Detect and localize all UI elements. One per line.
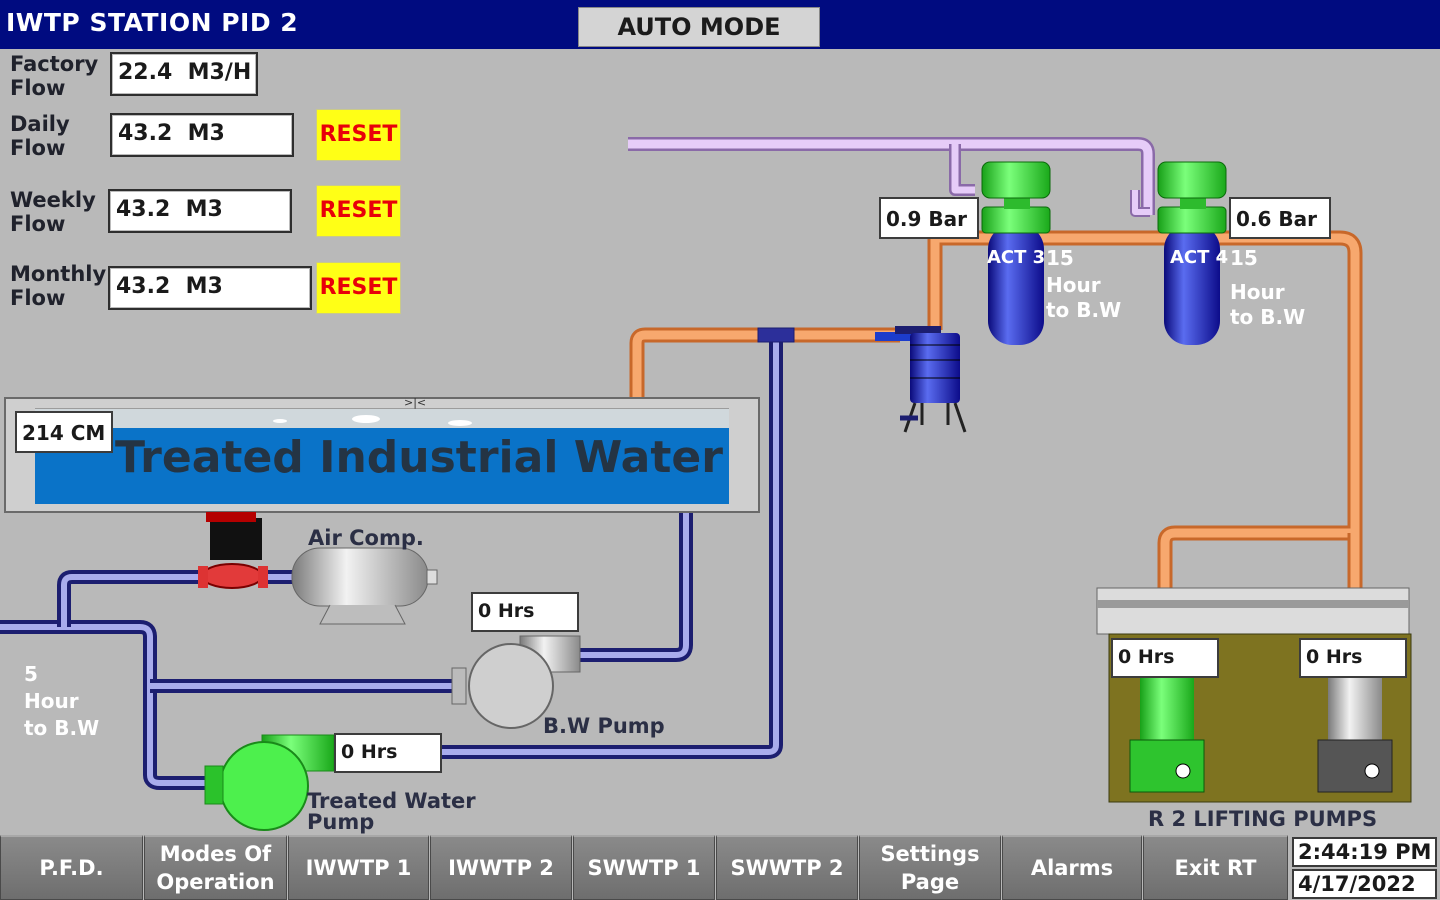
clock-time: 2:44:19 PM — [1292, 837, 1437, 867]
factory-flow-label: Factory Flow — [10, 52, 99, 100]
nav-iwwtp1-label: IWWTP 1 — [305, 856, 412, 880]
nav-pfd-button[interactable]: P.F.D. — [0, 835, 143, 900]
nav-swwtp1-label: SWWTP 1 — [587, 856, 701, 880]
nav-swwtp1-button[interactable]: SWWTP 1 — [573, 835, 715, 900]
act4-bw-label: to B.W — [1230, 305, 1306, 329]
nav-iwwtp2-label: IWWTP 2 — [448, 856, 554, 880]
bw-pump-label: B.W Pump — [543, 714, 665, 738]
act3-filter-vessel — [981, 161, 1051, 345]
nav-iwwtp1-button[interactable]: IWWTP 1 — [288, 835, 429, 900]
nav-exit-button[interactable]: Exit RT — [1143, 835, 1288, 900]
nav-pfd-label: P.F.D. — [39, 856, 104, 880]
lifting-pump-2-hours: 0 Hrs — [1299, 638, 1407, 678]
backwash-sub: to B.W — [24, 716, 100, 740]
act3-hours-unit: Hour — [1046, 273, 1101, 297]
clock-date: 4/17/2022 — [1292, 869, 1437, 899]
process-diagram: >|< — [0, 137, 1412, 831]
air-compressor — [198, 512, 438, 625]
nav-alarms-button[interactable]: Alarms — [1002, 835, 1142, 900]
daily-reset-button[interactable]: RESET — [316, 109, 401, 161]
monthly-flow-label: Monthly Flow — [10, 262, 107, 310]
backwash-unit: Hour — [24, 689, 79, 713]
act3-label: ACT 3 — [987, 247, 1046, 268]
tank-name: Treated Industrial Water — [115, 432, 723, 483]
nav-modes-label-1: Modes Of — [159, 842, 272, 866]
bottom-nav: P.F.D. Modes Of Operation IWWTP 1 IWWTP … — [0, 835, 1440, 900]
nav-exit-label: Exit RT — [1174, 856, 1257, 880]
nav-swwtp2-button[interactable]: SWWTP 2 — [716, 835, 858, 900]
act4-label: ACT 4 — [1170, 247, 1229, 268]
nav-swwtp2-label: SWWTP 2 — [730, 856, 844, 880]
monthly-reset-button[interactable]: RESET — [316, 262, 401, 314]
aircomp-hours: 0 Hrs — [471, 592, 579, 632]
daily-flow-value: 43.2 M3 — [110, 113, 294, 157]
act4-hours-unit: Hour — [1230, 280, 1285, 304]
strainer-filter — [875, 326, 967, 433]
lifting-pump-1-hours: 0 Hrs — [1111, 638, 1219, 678]
station-title: IWTP STATION PID 2 — [6, 8, 299, 37]
act4-hours-value: 15 — [1230, 246, 1258, 270]
lifting-pumps-title: R 2 LIFTING PUMPS — [1148, 807, 1378, 831]
treated-pump-label-2: Pump — [307, 810, 375, 834]
air-line — [628, 137, 1155, 217]
nav-modes-label-2: Operation — [156, 870, 275, 894]
daily-flow-label: Daily Flow — [10, 112, 70, 160]
nav-iwwtp2-button[interactable]: IWWTP 2 — [430, 835, 572, 900]
orange-pipes — [629, 230, 1363, 637]
weekly-flow-value: 43.2 M3 — [108, 189, 292, 233]
act4-filter-vessel — [1157, 161, 1227, 345]
act4-pressure: 0.6 Bar — [1229, 197, 1331, 239]
nav-settings-label-1: Settings — [880, 842, 980, 866]
svg-text:>|<: >|< — [404, 396, 426, 409]
treated-pump-label-1: Treated Water — [307, 789, 476, 813]
treated-pump-hours: 0 Hrs — [334, 733, 442, 773]
lifting-pit — [1096, 587, 1412, 803]
treated-water-pump — [204, 734, 335, 831]
backwash-value: 5 — [24, 662, 38, 686]
act3-hours-value: 15 — [1046, 246, 1074, 270]
mode-indicator[interactable]: AUTO MODE — [578, 7, 820, 47]
factory-flow-value: 22.4 M3/H — [110, 52, 258, 96]
act3-pressure: 0.9 Bar — [879, 197, 979, 239]
water-tank: >|< — [4, 396, 760, 513]
nav-modes-button[interactable]: Modes Of Operation — [144, 835, 287, 900]
nav-alarms-label: Alarms — [1030, 856, 1114, 880]
bw-pump — [451, 635, 581, 729]
air-comp-label: Air Comp. — [308, 526, 424, 550]
weekly-flow-label: Weekly Flow — [10, 188, 96, 236]
monthly-flow-value: 43.2 M3 — [108, 266, 312, 310]
blue-pipes — [0, 335, 783, 790]
tank-level-value: 214 CM — [15, 411, 113, 453]
nav-settings-button[interactable]: Settings Page — [859, 835, 1001, 900]
weekly-reset-button[interactable]: RESET — [316, 185, 401, 237]
nav-settings-label-2: Page — [900, 870, 960, 894]
act3-bw-label: to B.W — [1046, 298, 1122, 322]
